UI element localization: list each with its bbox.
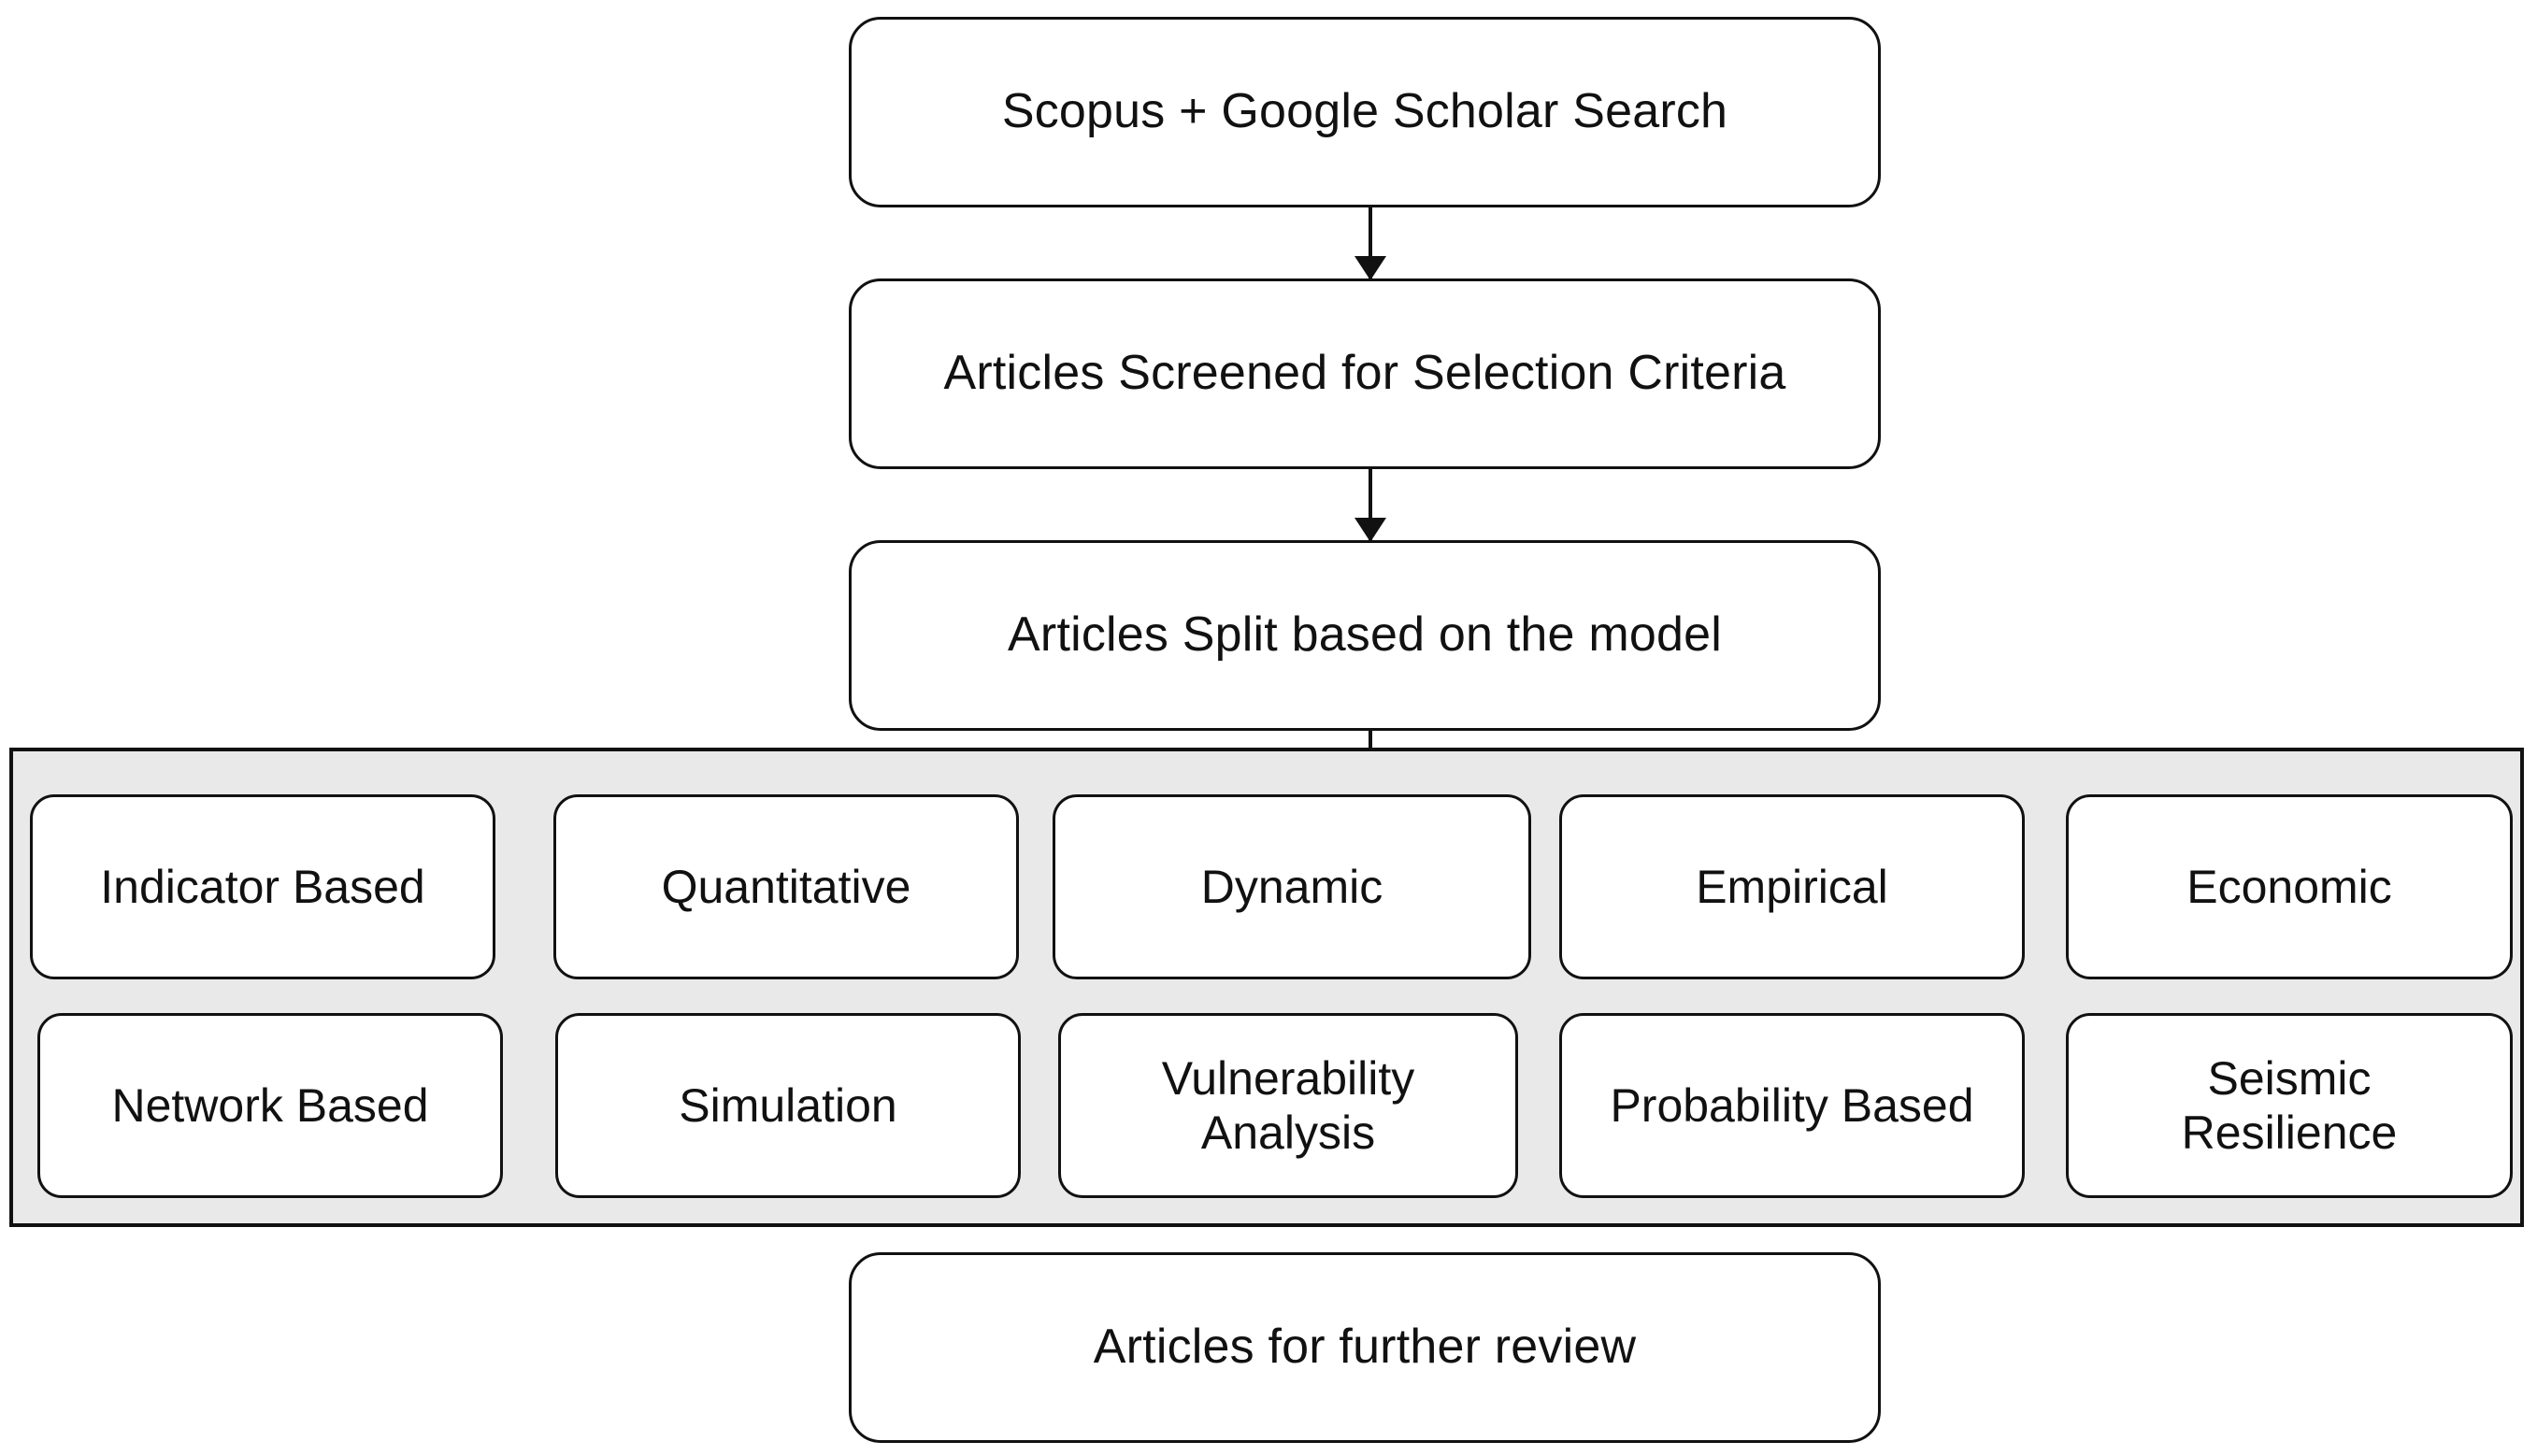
arrow-search-to-screened — [1369, 207, 1372, 278]
category-label: Dynamic — [1200, 861, 1383, 913]
category-box-quantitative[interactable]: Quantitative — [553, 794, 1019, 979]
category-box-seismic-resilience[interactable]: Seismic Resilience — [2066, 1013, 2513, 1198]
category-box-dynamic[interactable]: Dynamic — [1053, 794, 1531, 979]
category-box-empirical[interactable]: Empirical — [1559, 794, 2025, 979]
category-label: Simulation — [679, 1079, 897, 1132]
flow-node-scopus-google-scholar-search[interactable]: Scopus + Google Scholar Search — [849, 17, 1881, 207]
category-label: Seismic Resilience — [2181, 1052, 2398, 1159]
category-label: Probability Based — [1610, 1079, 1974, 1132]
category-box-simulation[interactable]: Simulation — [555, 1013, 1021, 1198]
category-box-vulnerability-analysis[interactable]: Vulnerability Analysis — [1058, 1013, 1518, 1198]
category-label: Indicator Based — [100, 861, 425, 913]
category-label: Empirical — [1696, 861, 1888, 913]
arrow-screened-to-split — [1369, 469, 1372, 540]
flow-node-label: Articles Screened for Selection Criteria — [943, 346, 1786, 401]
flow-node-label: Articles for further review — [1093, 1320, 1637, 1375]
category-box-network-based[interactable]: Network Based — [37, 1013, 503, 1198]
flow-node-articles-screened[interactable]: Articles Screened for Selection Criteria — [849, 278, 1881, 469]
category-label: Vulnerability Analysis — [1161, 1052, 1415, 1159]
category-label: Economic — [2186, 861, 2392, 913]
category-label: Network Based — [111, 1079, 429, 1132]
flow-node-articles-for-further-review[interactable]: Articles for further review — [849, 1252, 1881, 1443]
flow-node-articles-split[interactable]: Articles Split based on the model — [849, 540, 1881, 731]
category-box-economic[interactable]: Economic — [2066, 794, 2513, 979]
category-label: Quantitative — [661, 861, 911, 913]
category-box-indicator-based[interactable]: Indicator Based — [30, 794, 495, 979]
flow-node-label: Articles Split based on the model — [1008, 607, 1722, 663]
category-box-probability-based[interactable]: Probability Based — [1559, 1013, 2025, 1198]
flow-node-label: Scopus + Google Scholar Search — [1001, 84, 1728, 139]
model-category-group-panel: Indicator Based Quantitative Dynamic Emp… — [9, 748, 2524, 1227]
